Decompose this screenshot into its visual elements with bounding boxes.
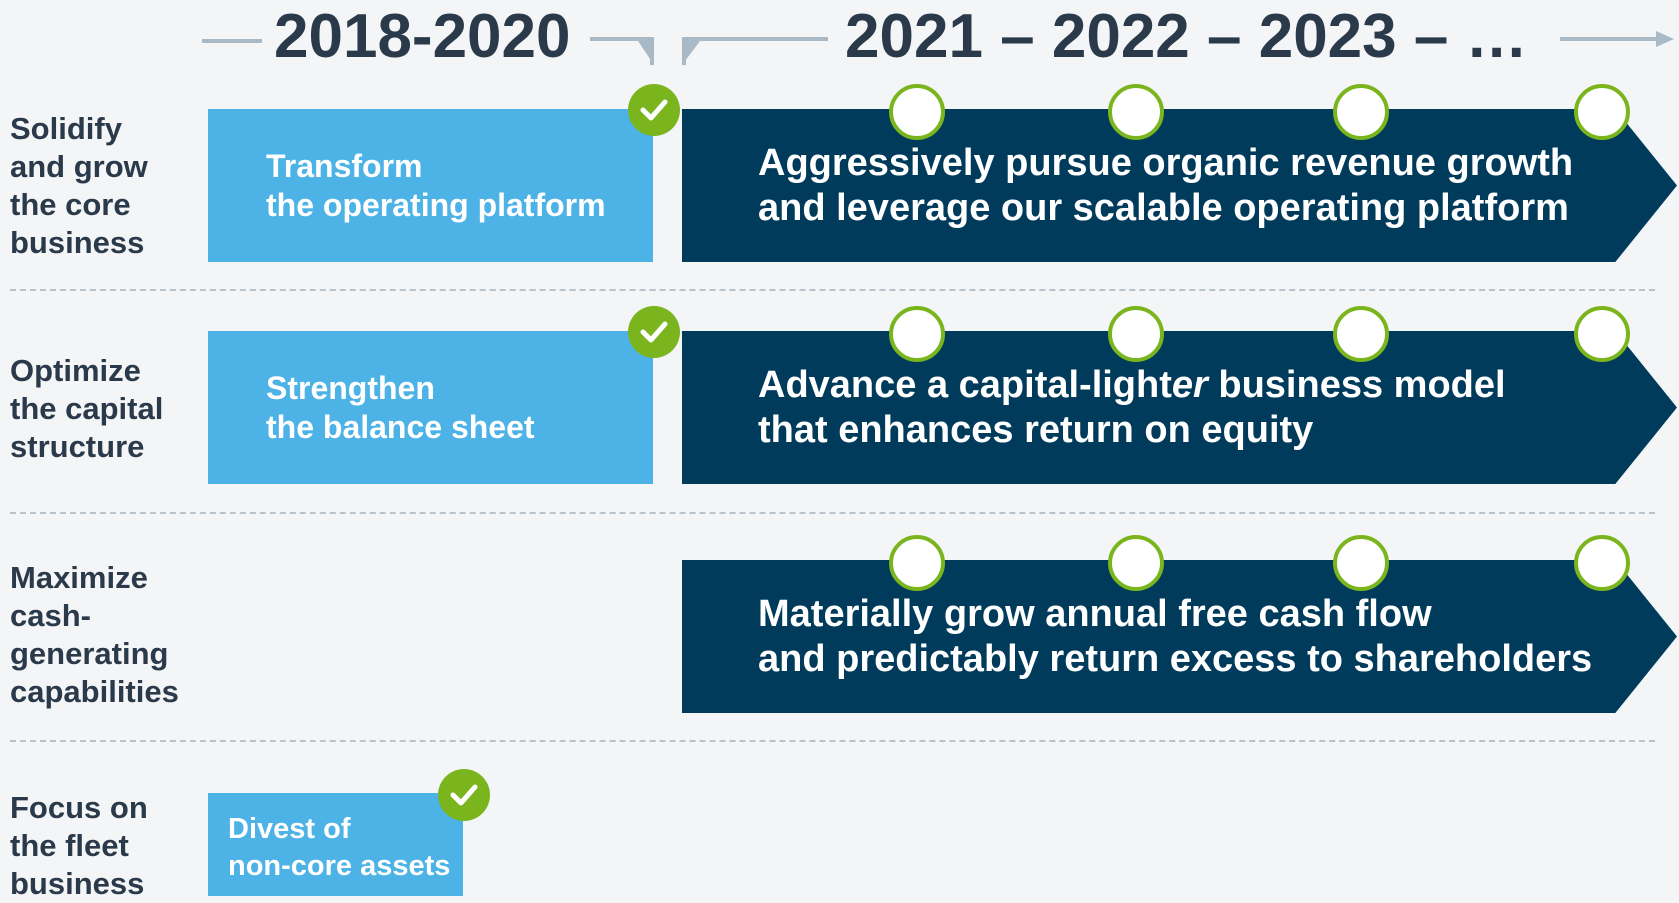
timeline-bracket-right-icon xyxy=(682,37,828,65)
row-label-line: Solidify xyxy=(10,111,122,146)
arrow-text-segment: business model xyxy=(1207,363,1506,406)
open-circle-icon xyxy=(1333,84,1389,140)
completed-box-balance-sheet: Strengthen the balance sheet xyxy=(208,331,653,484)
row-label-line: the fleet xyxy=(10,828,129,863)
completed-box-transform-platform: Transform the operating platform xyxy=(208,109,653,262)
checkmark-icon xyxy=(628,84,680,136)
checkmark-icon xyxy=(438,769,490,821)
open-circle-icon xyxy=(1333,306,1389,362)
completed-box-divest-assets: Divest of non-core assets xyxy=(208,793,463,896)
box-text-line: non-core assets xyxy=(228,850,451,882)
arrow-text-line: Advance a capital-lighter business model xyxy=(758,363,1677,408)
period-2021-onward: 2021 – 2022 – 2023 – … xyxy=(845,2,1528,71)
arrow-text-line: that enhances return on equity xyxy=(758,408,1314,451)
row-label-fleet-business: Focus on the fleet business xyxy=(10,789,210,903)
open-circle-icon xyxy=(1574,535,1630,591)
arrow-text-segment: Advance a capital-light xyxy=(758,363,1172,406)
open-circle-icon xyxy=(1574,306,1630,362)
row-label-capital-structure: Optimize the capital structure xyxy=(10,352,210,466)
row-label-line: Focus on xyxy=(10,790,148,825)
row-label-line: business xyxy=(10,225,145,260)
row-label-cash-generating: Maximize cash- generating capabilities xyxy=(10,559,210,711)
box-text-line: Divest of xyxy=(228,813,351,845)
row-divider xyxy=(10,289,1655,291)
row-label-line: cash- xyxy=(10,598,91,633)
arrow-text-emphasis: er xyxy=(1171,363,1208,406)
arrow-text-line: and predictably return excess to shareho… xyxy=(758,637,1593,680)
future-arrow-capital-lighter: Advance a capital-lighter business model… xyxy=(682,331,1677,484)
row-label-line: the capital xyxy=(10,391,164,426)
row-label-line: Maximize xyxy=(10,560,148,595)
row-label-core-business: Solidify and grow the core business xyxy=(10,110,210,262)
arrow-text-line: and leverage our scalable operating plat… xyxy=(758,186,1569,229)
box-text-line: Transform xyxy=(266,147,423,184)
box-text-line: the operating platform xyxy=(266,186,606,223)
row-divider xyxy=(10,740,1655,742)
arrow-text-line: Materially grow annual free cash flow xyxy=(758,592,1432,635)
open-circle-icon xyxy=(1333,535,1389,591)
row-label-line: Optimize xyxy=(10,353,141,388)
future-arrow-organic-growth: Aggressively pursue organic revenue grow… xyxy=(682,109,1677,262)
open-circle-icon xyxy=(889,84,945,140)
arrow-right-icon xyxy=(1560,31,1674,47)
open-circle-icon xyxy=(1108,535,1164,591)
open-circle-icon xyxy=(889,535,945,591)
row-label-line: generating xyxy=(10,636,169,671)
box-text-line: the balance sheet xyxy=(266,408,535,445)
timeline-line-left xyxy=(202,39,262,43)
row-label-line: capabilities xyxy=(10,674,179,709)
box-text-line: Strengthen xyxy=(266,369,435,406)
row-label-line: structure xyxy=(10,429,145,464)
open-circle-icon xyxy=(1108,306,1164,362)
checkmark-icon xyxy=(628,306,680,358)
timeline-bracket-left-icon xyxy=(590,37,654,65)
future-arrow-free-cash-flow: Materially grow annual free cash flow an… xyxy=(682,560,1677,713)
arrow-text-line: Aggressively pursue organic revenue grow… xyxy=(758,141,1574,184)
row-label-line: the core xyxy=(10,187,131,222)
row-label-line: business xyxy=(10,866,145,901)
open-circle-icon xyxy=(1574,84,1630,140)
open-circle-icon xyxy=(889,306,945,362)
row-label-line: and grow xyxy=(10,149,148,184)
row-divider xyxy=(10,512,1655,514)
period-2018-2020: 2018-2020 xyxy=(274,2,571,71)
open-circle-icon xyxy=(1108,84,1164,140)
